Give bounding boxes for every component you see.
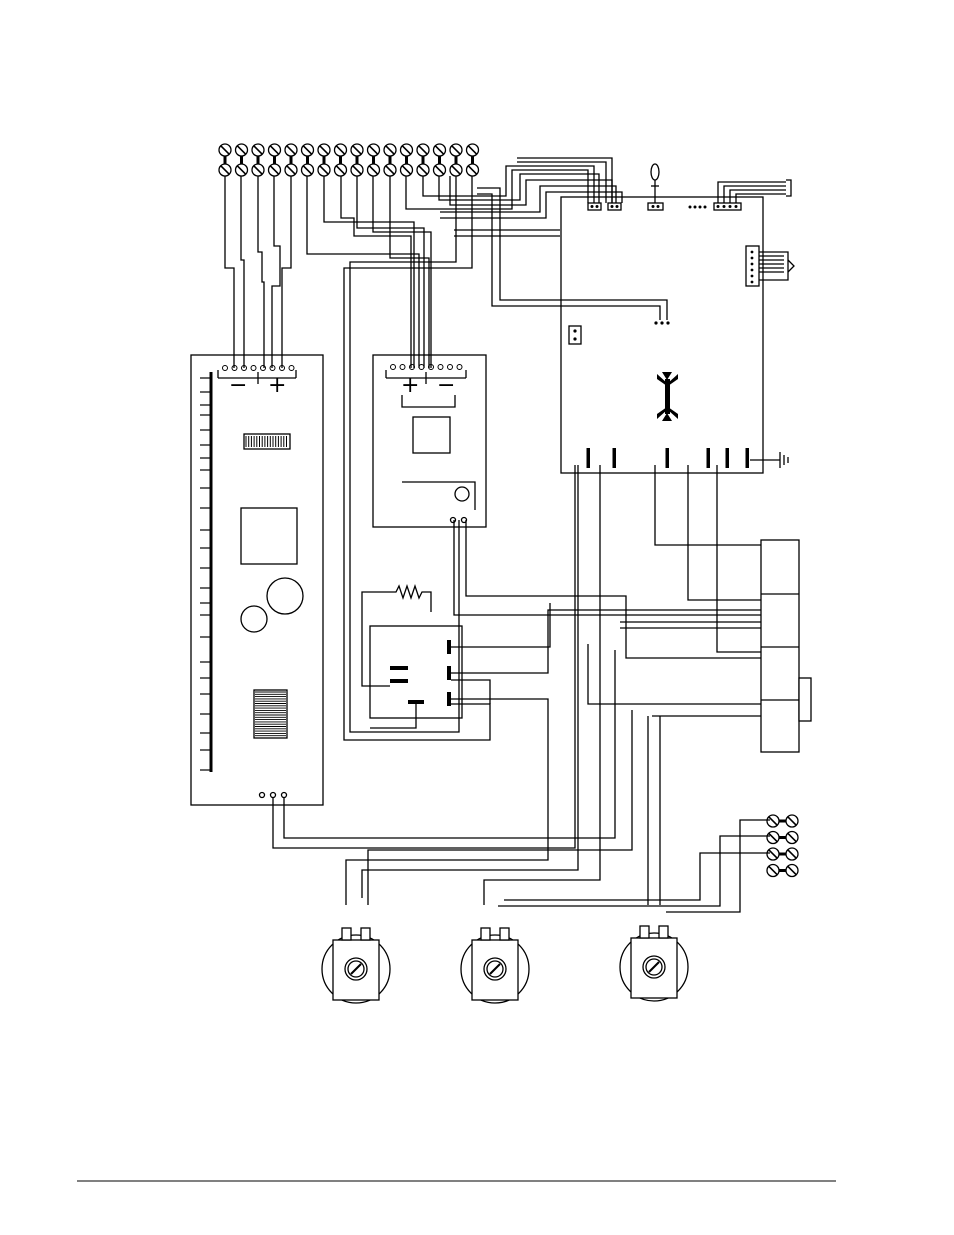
pin xyxy=(391,365,396,370)
temperature-probe xyxy=(651,164,659,180)
pin xyxy=(261,366,266,371)
dc-module-plus-label: + xyxy=(401,373,419,398)
dc-module-minus-label: − xyxy=(437,373,455,398)
terminal-screw-bottom xyxy=(467,164,479,176)
terminal-screw-top xyxy=(401,144,413,156)
spade-terminal xyxy=(666,448,670,468)
terminal-screw-top xyxy=(252,144,264,156)
potentiometer xyxy=(461,928,529,1003)
terminal-screw-bottom xyxy=(384,164,396,176)
terminal-screw-bottom xyxy=(236,164,248,176)
terminal-screw-bottom xyxy=(335,164,347,176)
harness-connector-block xyxy=(761,540,811,752)
terminal-screw-top xyxy=(318,144,330,156)
potentiometer xyxy=(322,928,390,1003)
terminal-screw-left xyxy=(767,832,779,844)
capacitor-large xyxy=(267,578,303,614)
pin xyxy=(251,366,256,371)
terminal-screw-bottom xyxy=(401,164,413,176)
power-supply-minus-label: − xyxy=(229,373,247,398)
terminal-screw-bottom xyxy=(351,164,363,176)
dc-module-chip xyxy=(413,417,450,453)
relay-box xyxy=(362,586,462,718)
terminal-screw-bottom xyxy=(368,164,380,176)
terminal-screw-top xyxy=(285,144,297,156)
pin xyxy=(438,365,443,370)
main-control-board xyxy=(561,164,788,473)
terminal-screw-top xyxy=(450,144,462,156)
terminal-screw-top xyxy=(368,144,380,156)
terminal-screw-bottom xyxy=(252,164,264,176)
terminal-screw-left xyxy=(767,865,779,877)
pin xyxy=(419,365,424,370)
terminal-screw-bottom xyxy=(219,164,231,176)
dc-module-board: + − xyxy=(373,355,486,527)
spade-terminal xyxy=(726,448,730,468)
terminal-screw-top xyxy=(384,144,396,156)
terminal-screw-top xyxy=(219,144,231,156)
spade-terminal xyxy=(707,448,711,468)
pin xyxy=(457,365,462,370)
potentiometer xyxy=(620,926,688,1001)
terminal-screw-bottom xyxy=(417,164,429,176)
terminal-screw-bottom xyxy=(450,164,462,176)
terminal-screw-bottom xyxy=(302,164,314,176)
terminal-screw-left xyxy=(767,815,779,827)
terminal-screw-top xyxy=(351,144,363,156)
terminal-screw-top xyxy=(269,144,281,156)
terminal-screw-bottom xyxy=(434,164,446,176)
pin xyxy=(223,366,228,371)
pin xyxy=(289,366,294,371)
terminal-screw-top xyxy=(417,144,429,156)
transformer-block xyxy=(241,508,297,564)
power-supply-plus-label: + xyxy=(268,373,286,398)
jumper-block xyxy=(569,326,581,344)
terminal-screw-top xyxy=(335,144,347,156)
terminal-screw-right xyxy=(786,848,798,860)
bottom-right-terminal-block xyxy=(767,815,798,877)
top-terminal-strip xyxy=(219,144,479,176)
terminal-screw-right xyxy=(786,865,798,877)
capacitor-small xyxy=(241,606,267,632)
terminal-screw-top xyxy=(302,144,314,156)
terminal-screw-left xyxy=(767,848,779,860)
pin xyxy=(400,365,405,370)
terminal-screw-bottom xyxy=(285,164,297,176)
terminal-screw-right xyxy=(786,815,798,827)
potentiometers xyxy=(322,926,688,1003)
spade-terminal xyxy=(746,448,750,468)
dc-module-capacitor xyxy=(455,487,469,501)
power-supply-board: − + xyxy=(191,355,323,805)
terminal-screw-top xyxy=(467,144,479,156)
terminal-screw-top xyxy=(236,144,248,156)
spade-terminal xyxy=(587,448,591,468)
pin xyxy=(448,365,453,370)
terminal-screw-bottom xyxy=(269,164,281,176)
terminal-screw-top xyxy=(434,144,446,156)
terminal-screw-right xyxy=(786,832,798,844)
spade-terminal xyxy=(613,448,617,468)
terminal-screw-bottom xyxy=(318,164,330,176)
